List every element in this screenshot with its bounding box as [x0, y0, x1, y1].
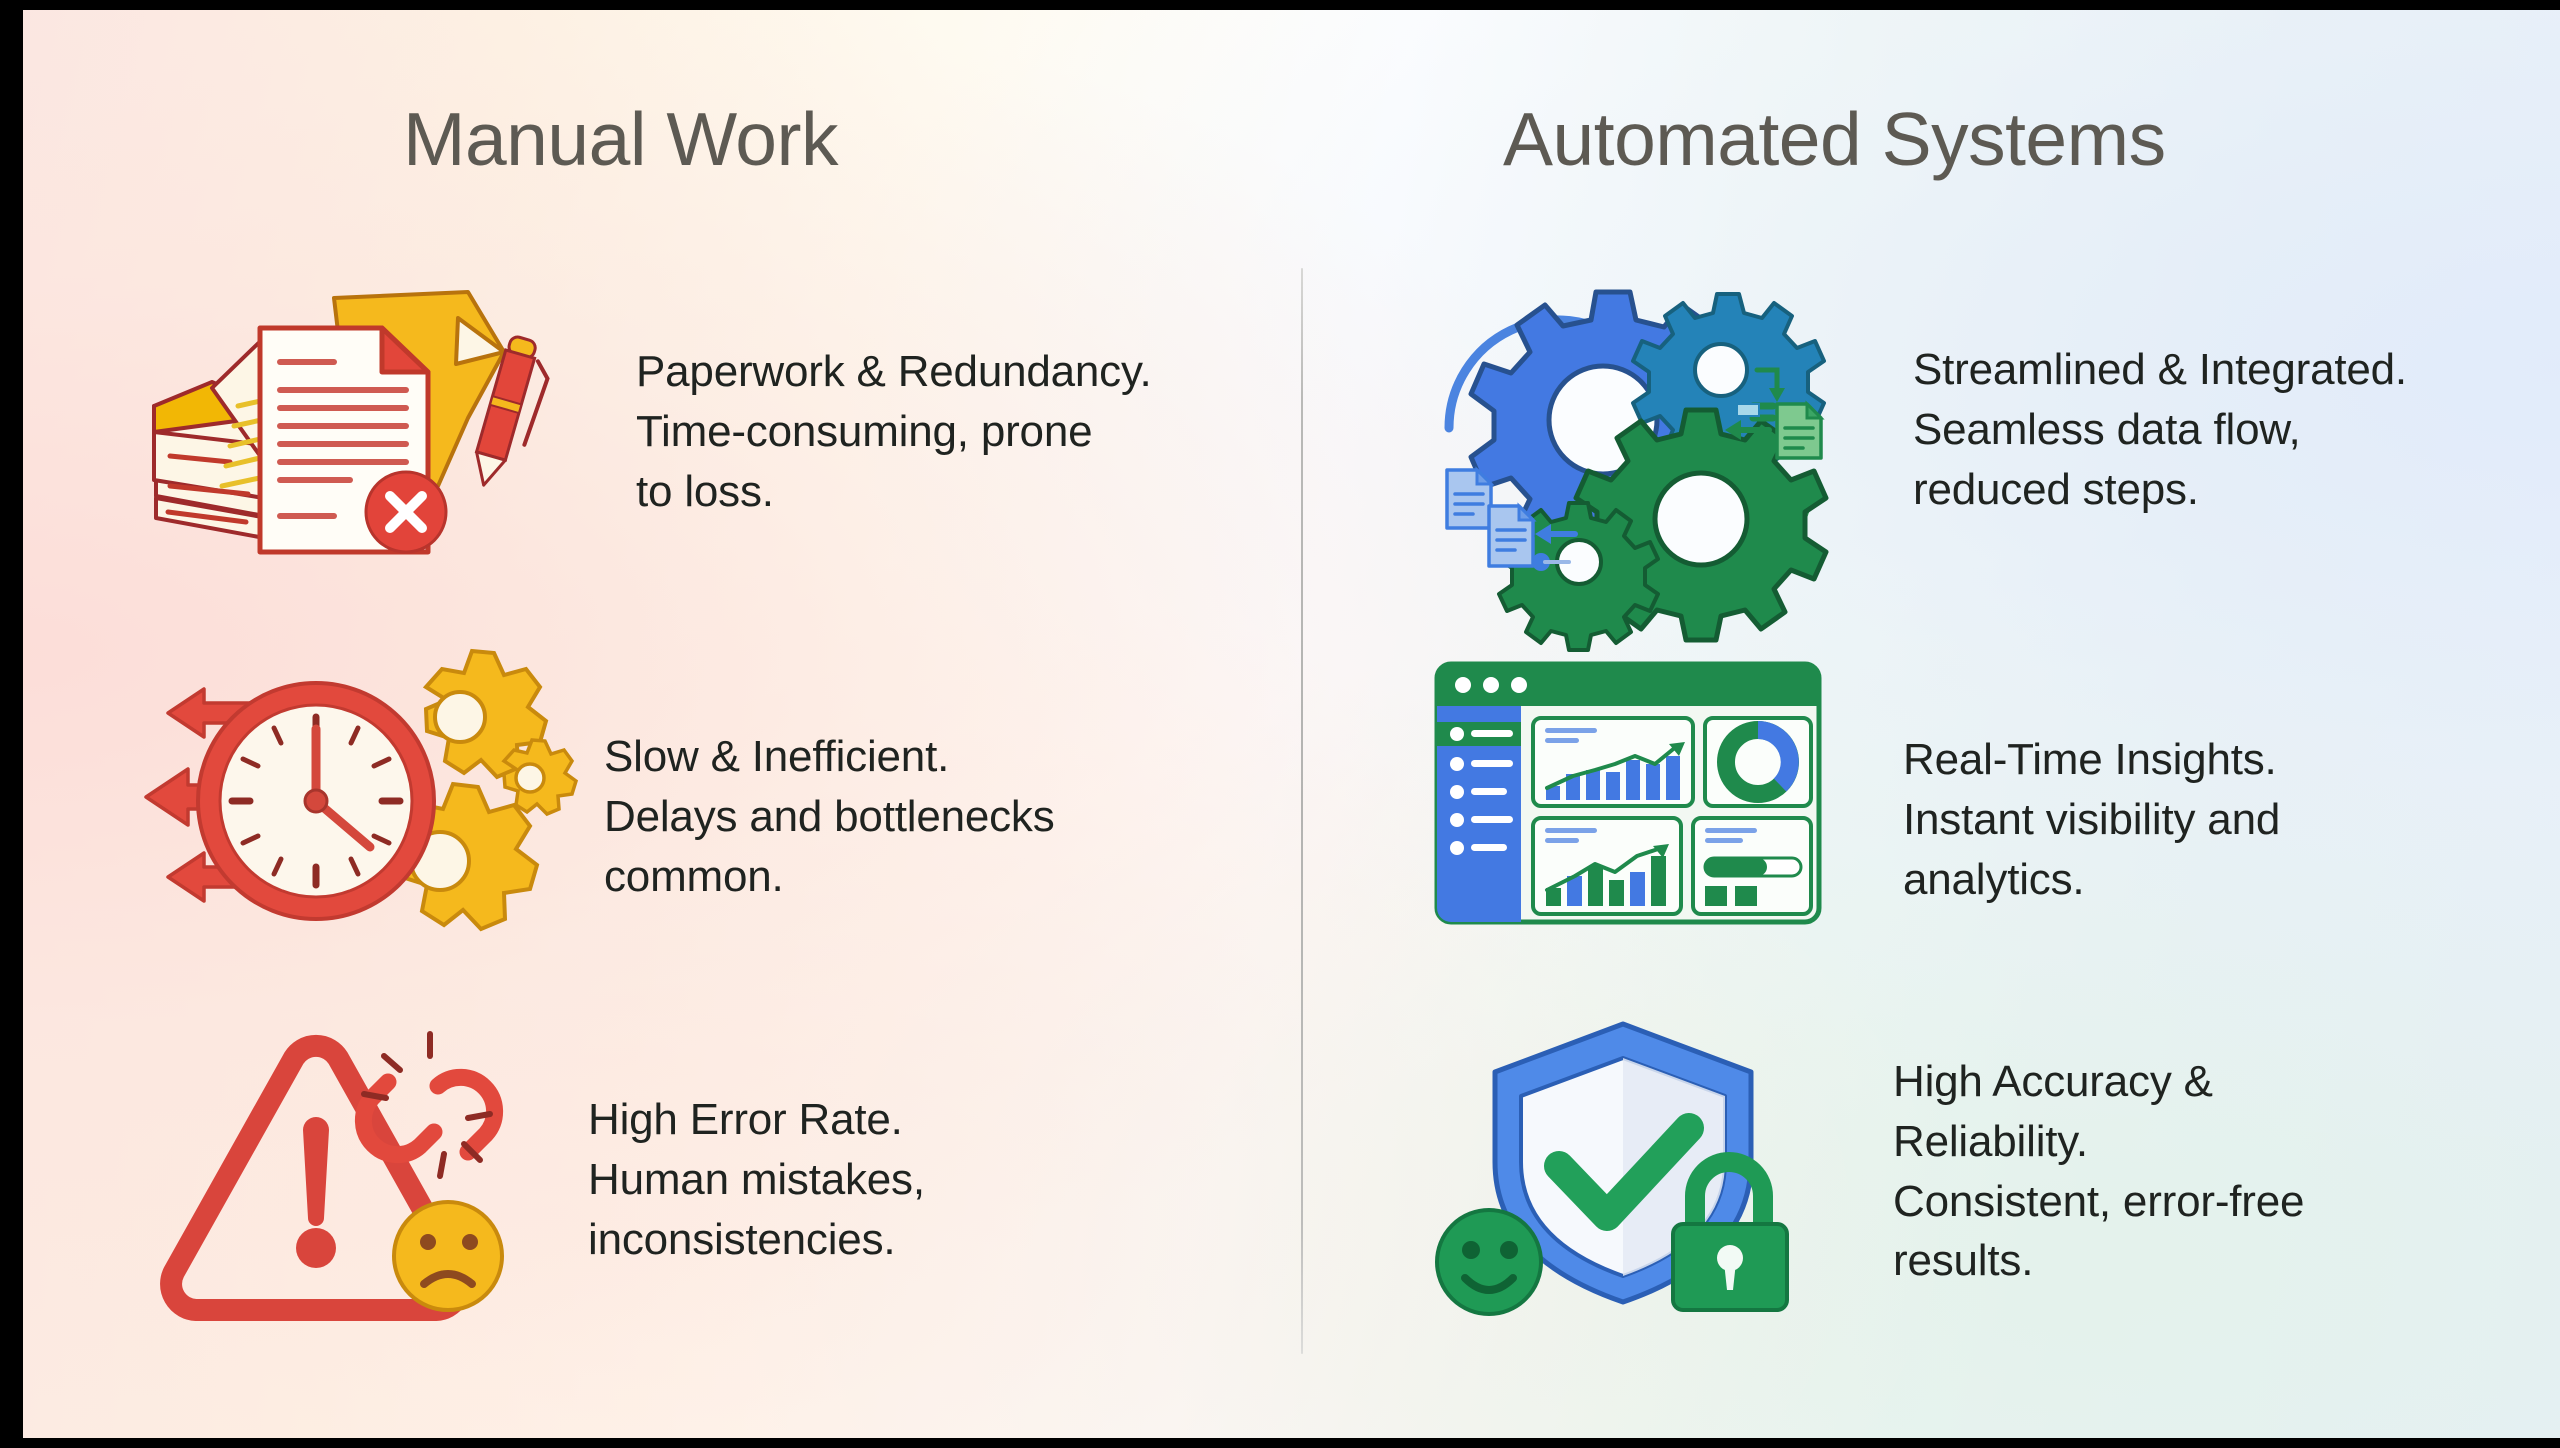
gears-workflow-icon [1433, 278, 1833, 652]
auto-item-insights: Real-Time Insights. Instant visibility a… [1433, 660, 2543, 930]
manual-item-slow: Slow & Inefficient. Delays and bottlenec… [138, 648, 1244, 945]
slow-clock-gears-icon [138, 648, 579, 945]
analytics-dashboard-icon [1433, 660, 1823, 930]
paperwork-stack-icon [138, 290, 568, 560]
manual-item-paperwork: Paperwork & Redundancy. Time-consuming, … [138, 290, 1276, 560]
column-heading-automated: Automated Systems [1503, 97, 2166, 181]
auto-item-accuracy: High Accuracy & Reliability. Consistent,… [1433, 1010, 2513, 1316]
manual-item-text: Slow & Inefficient. Delays and bottlenec… [604, 732, 1055, 901]
auto-item-text: Streamlined & Integrated. Seamless data … [1913, 345, 2407, 514]
manual-item-text: High Error Rate. Human mistakes, inconsi… [588, 1095, 925, 1264]
auto-item-text: High Accuracy & Reliability. Consistent,… [1893, 1057, 2305, 1286]
shield-check-lock-icon [1433, 1010, 1813, 1316]
slide-canvas: Manual Work Automated Systems [23, 10, 2560, 1438]
manual-item-errors: High Error Rate. Human mistakes, inconsi… [138, 1020, 1228, 1321]
auto-item-streamlined: Streamlined & Integrated. Seamless data … [1433, 278, 2553, 652]
column-heading-manual: Manual Work [403, 97, 838, 181]
warning-triangle-icon [138, 1020, 538, 1321]
manual-item-text: Paperwork & Redundancy. Time-consuming, … [636, 347, 1152, 516]
auto-item-text: Real-Time Insights. Instant visibility a… [1903, 735, 2281, 904]
column-divider [1301, 268, 1303, 1354]
